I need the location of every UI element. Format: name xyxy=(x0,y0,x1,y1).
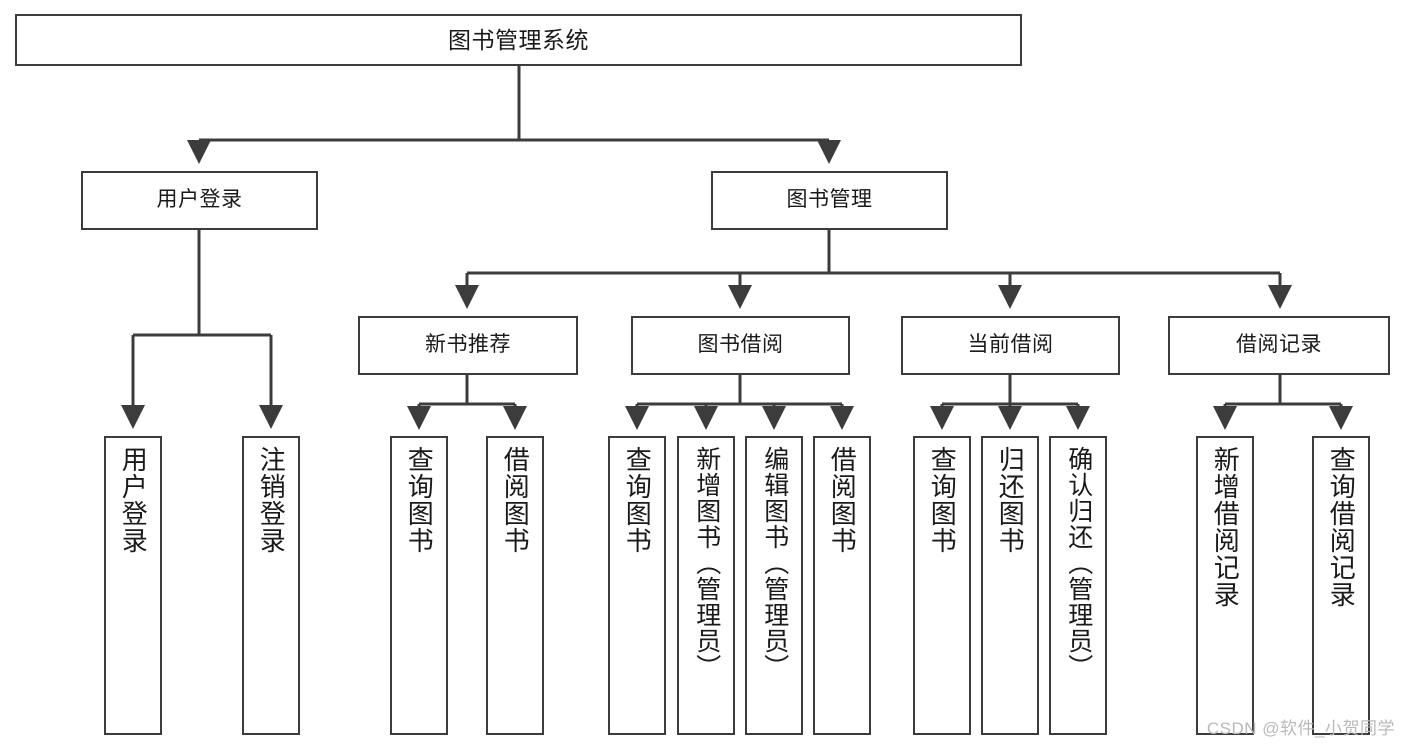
leaf-current-borrow-confirm-label: 确认归还（管理员） xyxy=(1064,446,1093,680)
leaf-new-book-borrow-label: 借阅图书 xyxy=(500,446,531,554)
watermark: CSDN @软件_小贺同学 xyxy=(1206,719,1395,738)
leaf-current-borrow-confirm[interactable]: 确认归还（管理员） xyxy=(1049,436,1107,735)
leaf-user-login-login[interactable]: 用户登录 xyxy=(104,436,162,735)
leaf-book-borrow-query[interactable]: 查询图书 xyxy=(608,436,666,735)
node-root[interactable]: 图书管理系统 xyxy=(15,14,1022,66)
leaf-current-borrow-query[interactable]: 查询图书 xyxy=(913,436,971,735)
leaf-borrow-record-add-label: 新增借阅记录 xyxy=(1210,446,1241,608)
leaf-book-borrow-edit-label: 编辑图书（管理员） xyxy=(760,446,789,680)
node-current-borrow[interactable]: 当前借阅 xyxy=(901,316,1120,375)
node-new-book-recommend-label: 新书推荐 xyxy=(425,333,511,357)
leaf-new-book-borrow[interactable]: 借阅图书 xyxy=(486,436,544,735)
node-book-borrow-label: 图书借阅 xyxy=(697,333,784,357)
node-user-login-label: 用户登录 xyxy=(156,188,243,212)
node-book-management[interactable]: 图书管理 xyxy=(711,171,948,230)
node-book-borrow[interactable]: 图书借阅 xyxy=(631,316,850,375)
leaf-current-borrow-query-label: 查询图书 xyxy=(927,446,958,554)
leaf-borrow-record-query[interactable]: 查询借阅记录 xyxy=(1312,436,1370,735)
node-book-management-label: 图书管理 xyxy=(786,188,873,212)
leaf-borrow-record-add[interactable]: 新增借阅记录 xyxy=(1196,436,1254,735)
node-borrow-record-label: 借阅记录 xyxy=(1236,333,1322,357)
leaf-current-borrow-return-label: 归还图书 xyxy=(995,446,1026,554)
node-new-book-recommend[interactable]: 新书推荐 xyxy=(358,316,578,375)
leaf-book-borrow-add[interactable]: 新增图书（管理员） xyxy=(677,436,735,735)
leaf-book-borrow-edit[interactable]: 编辑图书（管理员） xyxy=(745,436,803,735)
leaf-book-borrow-add-label: 新增图书（管理员） xyxy=(692,446,721,680)
node-user-login[interactable]: 用户登录 xyxy=(81,171,318,230)
leaf-new-book-query-label: 查询图书 xyxy=(404,446,435,554)
leaf-user-login-logout[interactable]: 注销登录 xyxy=(242,436,300,735)
node-borrow-record[interactable]: 借阅记录 xyxy=(1168,316,1390,375)
leaf-new-book-query[interactable]: 查询图书 xyxy=(390,436,448,735)
leaf-book-borrow-borrow-label: 借阅图书 xyxy=(827,446,858,554)
leaf-current-borrow-return[interactable]: 归还图书 xyxy=(981,436,1039,735)
leaf-book-borrow-borrow[interactable]: 借阅图书 xyxy=(813,436,871,735)
leaf-user-login-logout-label: 注销登录 xyxy=(256,446,287,554)
node-root-label: 图书管理系统 xyxy=(448,26,589,53)
leaf-book-borrow-query-label: 查询图书 xyxy=(622,446,653,554)
leaf-borrow-record-query-label: 查询借阅记录 xyxy=(1326,446,1357,608)
node-current-borrow-label: 当前借阅 xyxy=(967,333,1054,357)
leaf-user-login-login-label: 用户登录 xyxy=(118,446,149,554)
